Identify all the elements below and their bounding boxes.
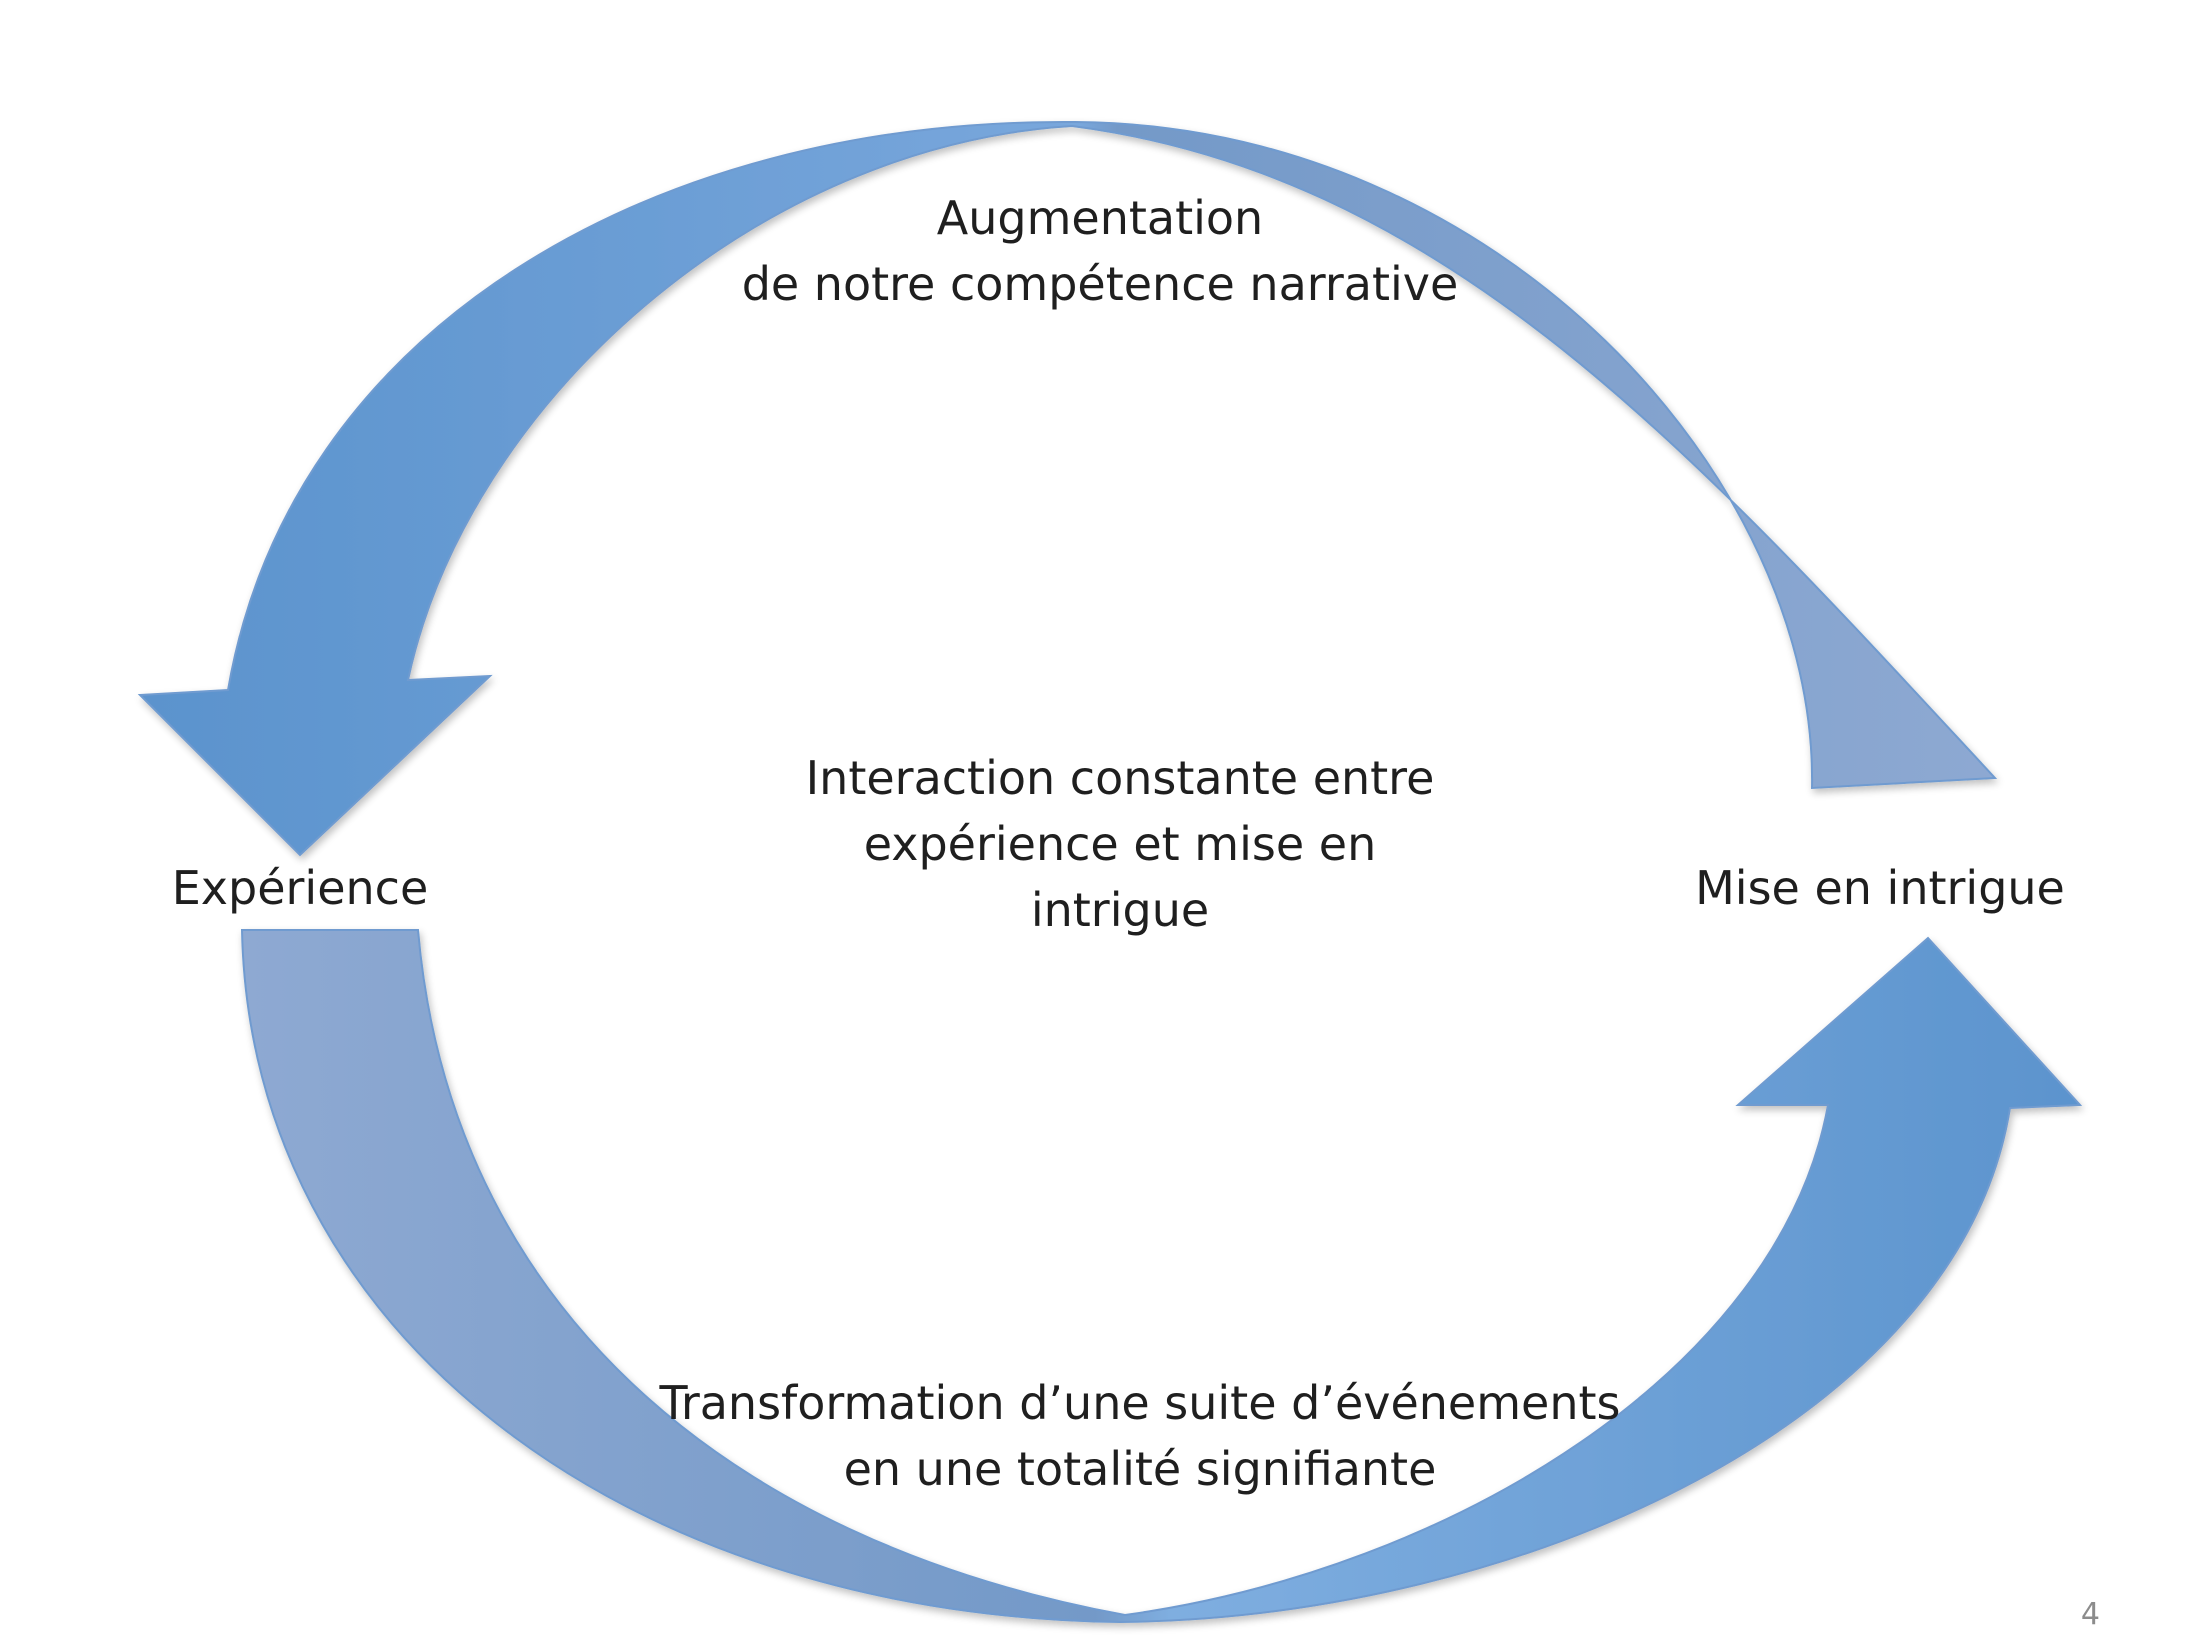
arrow-top [137, 120, 1998, 857]
top-label-line: Augmentation [936, 191, 1264, 245]
center-label-line: Interaction constante entre [805, 751, 1435, 805]
arrow-bottom [240, 929, 2083, 1624]
bottom-label-line: Transformation d’une suite d’événements [659, 1376, 1621, 1430]
bottom-label-line: en une totalité signifiante [843, 1442, 1437, 1496]
page-number: 4 [2080, 1597, 2100, 1632]
center-label-line: expérience et mise en [863, 817, 1377, 871]
center-label: Interaction constante entre expérience e… [660, 745, 1580, 943]
node-mise-en-intrigue-label: Mise en intrigue [1695, 861, 2065, 915]
node-experience-label: Expérience [171, 861, 429, 915]
top-label-line: de notre compétence narrative [741, 257, 1459, 311]
node-mise-en-intrigue: Mise en intrigue [1640, 855, 2120, 921]
center-label-line: intrigue [1030, 883, 1210, 937]
node-experience: Expérience [120, 855, 480, 921]
bottom-label: Transformation d’une suite d’événements … [590, 1370, 1690, 1502]
top-label: Augmentation de notre compétence narrati… [600, 185, 1600, 317]
